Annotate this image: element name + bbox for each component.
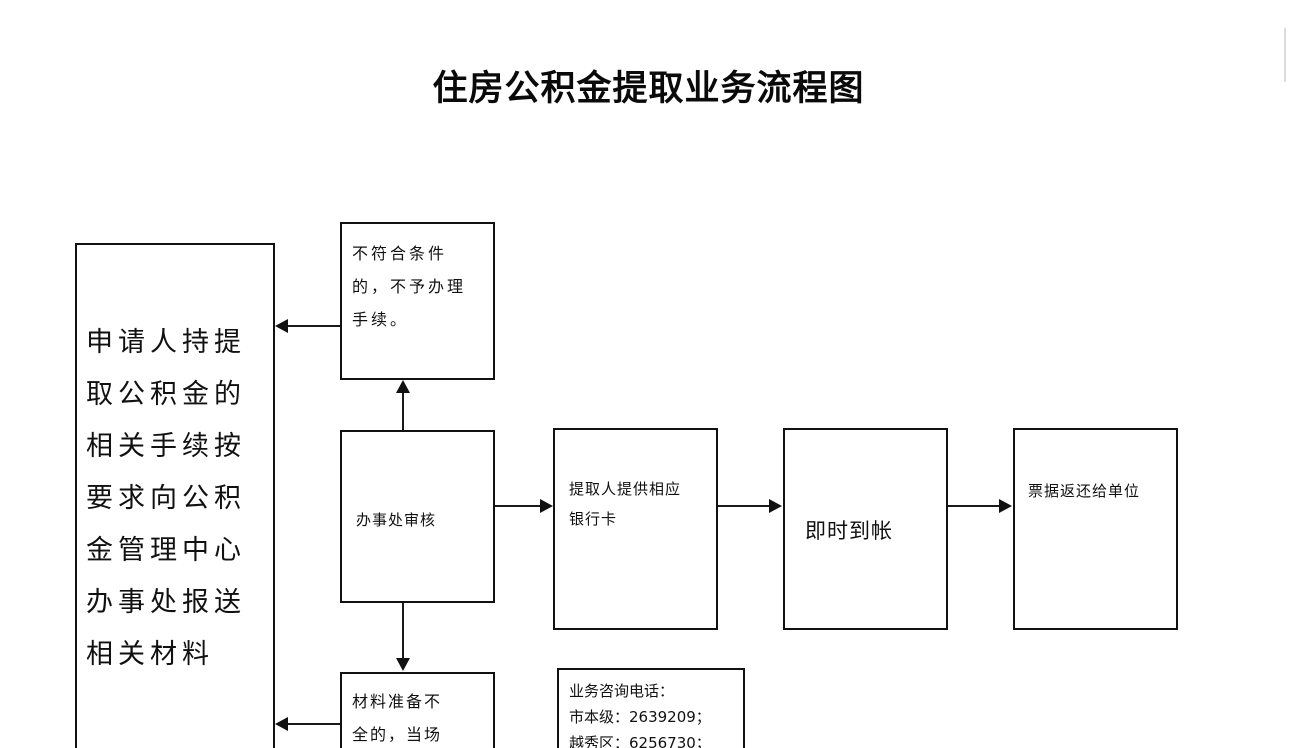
connector-instant-to-receipt-arrowhead [999,499,1012,513]
flow-box-instant-arrival[interactable]: 即时到帐 [783,428,948,630]
connector-review-to-reject-arrowhead [396,380,410,393]
flow-box-return-receipt[interactable]: 票据返还给单位 [1013,428,1178,630]
page-title: 住房公积金提取业务流程图 [432,69,865,109]
flow-box-provide-bank-card-label: 提取人提供相应 银行卡 [569,480,682,528]
connector-review-to-bankcard-arrowhead [540,499,553,513]
connector-review-to-bankcard-line [495,505,541,507]
info-box-service-phone-label: 业务咨询电话： 市本级：2639209； 越秀区：6256730； [569,682,711,748]
connector-review-to-reject-line [402,382,404,430]
flow-box-not-eligible[interactable]: 不符合条件 的，不予办理 手续。 [340,222,495,380]
connector-incomplete-to-applicant-arrowhead [275,717,288,731]
flow-box-not-eligible-label: 不符合条件 的，不予办理 手续。 [352,244,467,329]
connector-bankcard-to-instant-arrowhead [769,499,782,513]
flow-box-applicant-submit-label: 申请人持提 取公积金的 相关手续按 要求向公积 金管理中心 办事处报送 相关材料 [86,327,246,670]
connector-bankcard-to-instant-line [718,505,770,507]
flow-box-office-review-label: 办事处审核 [356,511,437,529]
flow-box-incomplete-materials-label: 材料准备不 全的，当场 告知补齐材 [352,692,443,744]
flow-box-incomplete-materials[interactable]: 材料准备不 全的，当场 告知补齐材 [340,672,495,748]
connector-review-to-incomplete-arrowhead [396,658,410,671]
flow-box-return-receipt-label: 票据返还给单位 [1028,482,1141,500]
scan-artifact-line [1284,28,1286,82]
flow-box-office-review[interactable]: 办事处审核 [340,430,495,603]
connector-incomplete-to-applicant-line [277,723,340,725]
flow-box-instant-arrival-label: 即时到帐 [805,519,893,543]
connector-review-to-incomplete-line [402,603,404,660]
connector-reject-to-applicant-arrowhead [275,319,288,333]
flow-box-applicant-submit[interactable]: 申请人持提 取公积金的 相关手续按 要求向公积 金管理中心 办事处报送 相关材料 [75,243,275,748]
connector-reject-to-applicant-line [277,325,340,327]
info-box-service-phone[interactable]: 业务咨询电话： 市本级：2639209； 越秀区：6256730； [557,668,745,748]
flow-box-provide-bank-card[interactable]: 提取人提供相应 银行卡 [553,428,718,630]
connector-instant-to-receipt-line [948,505,1000,507]
